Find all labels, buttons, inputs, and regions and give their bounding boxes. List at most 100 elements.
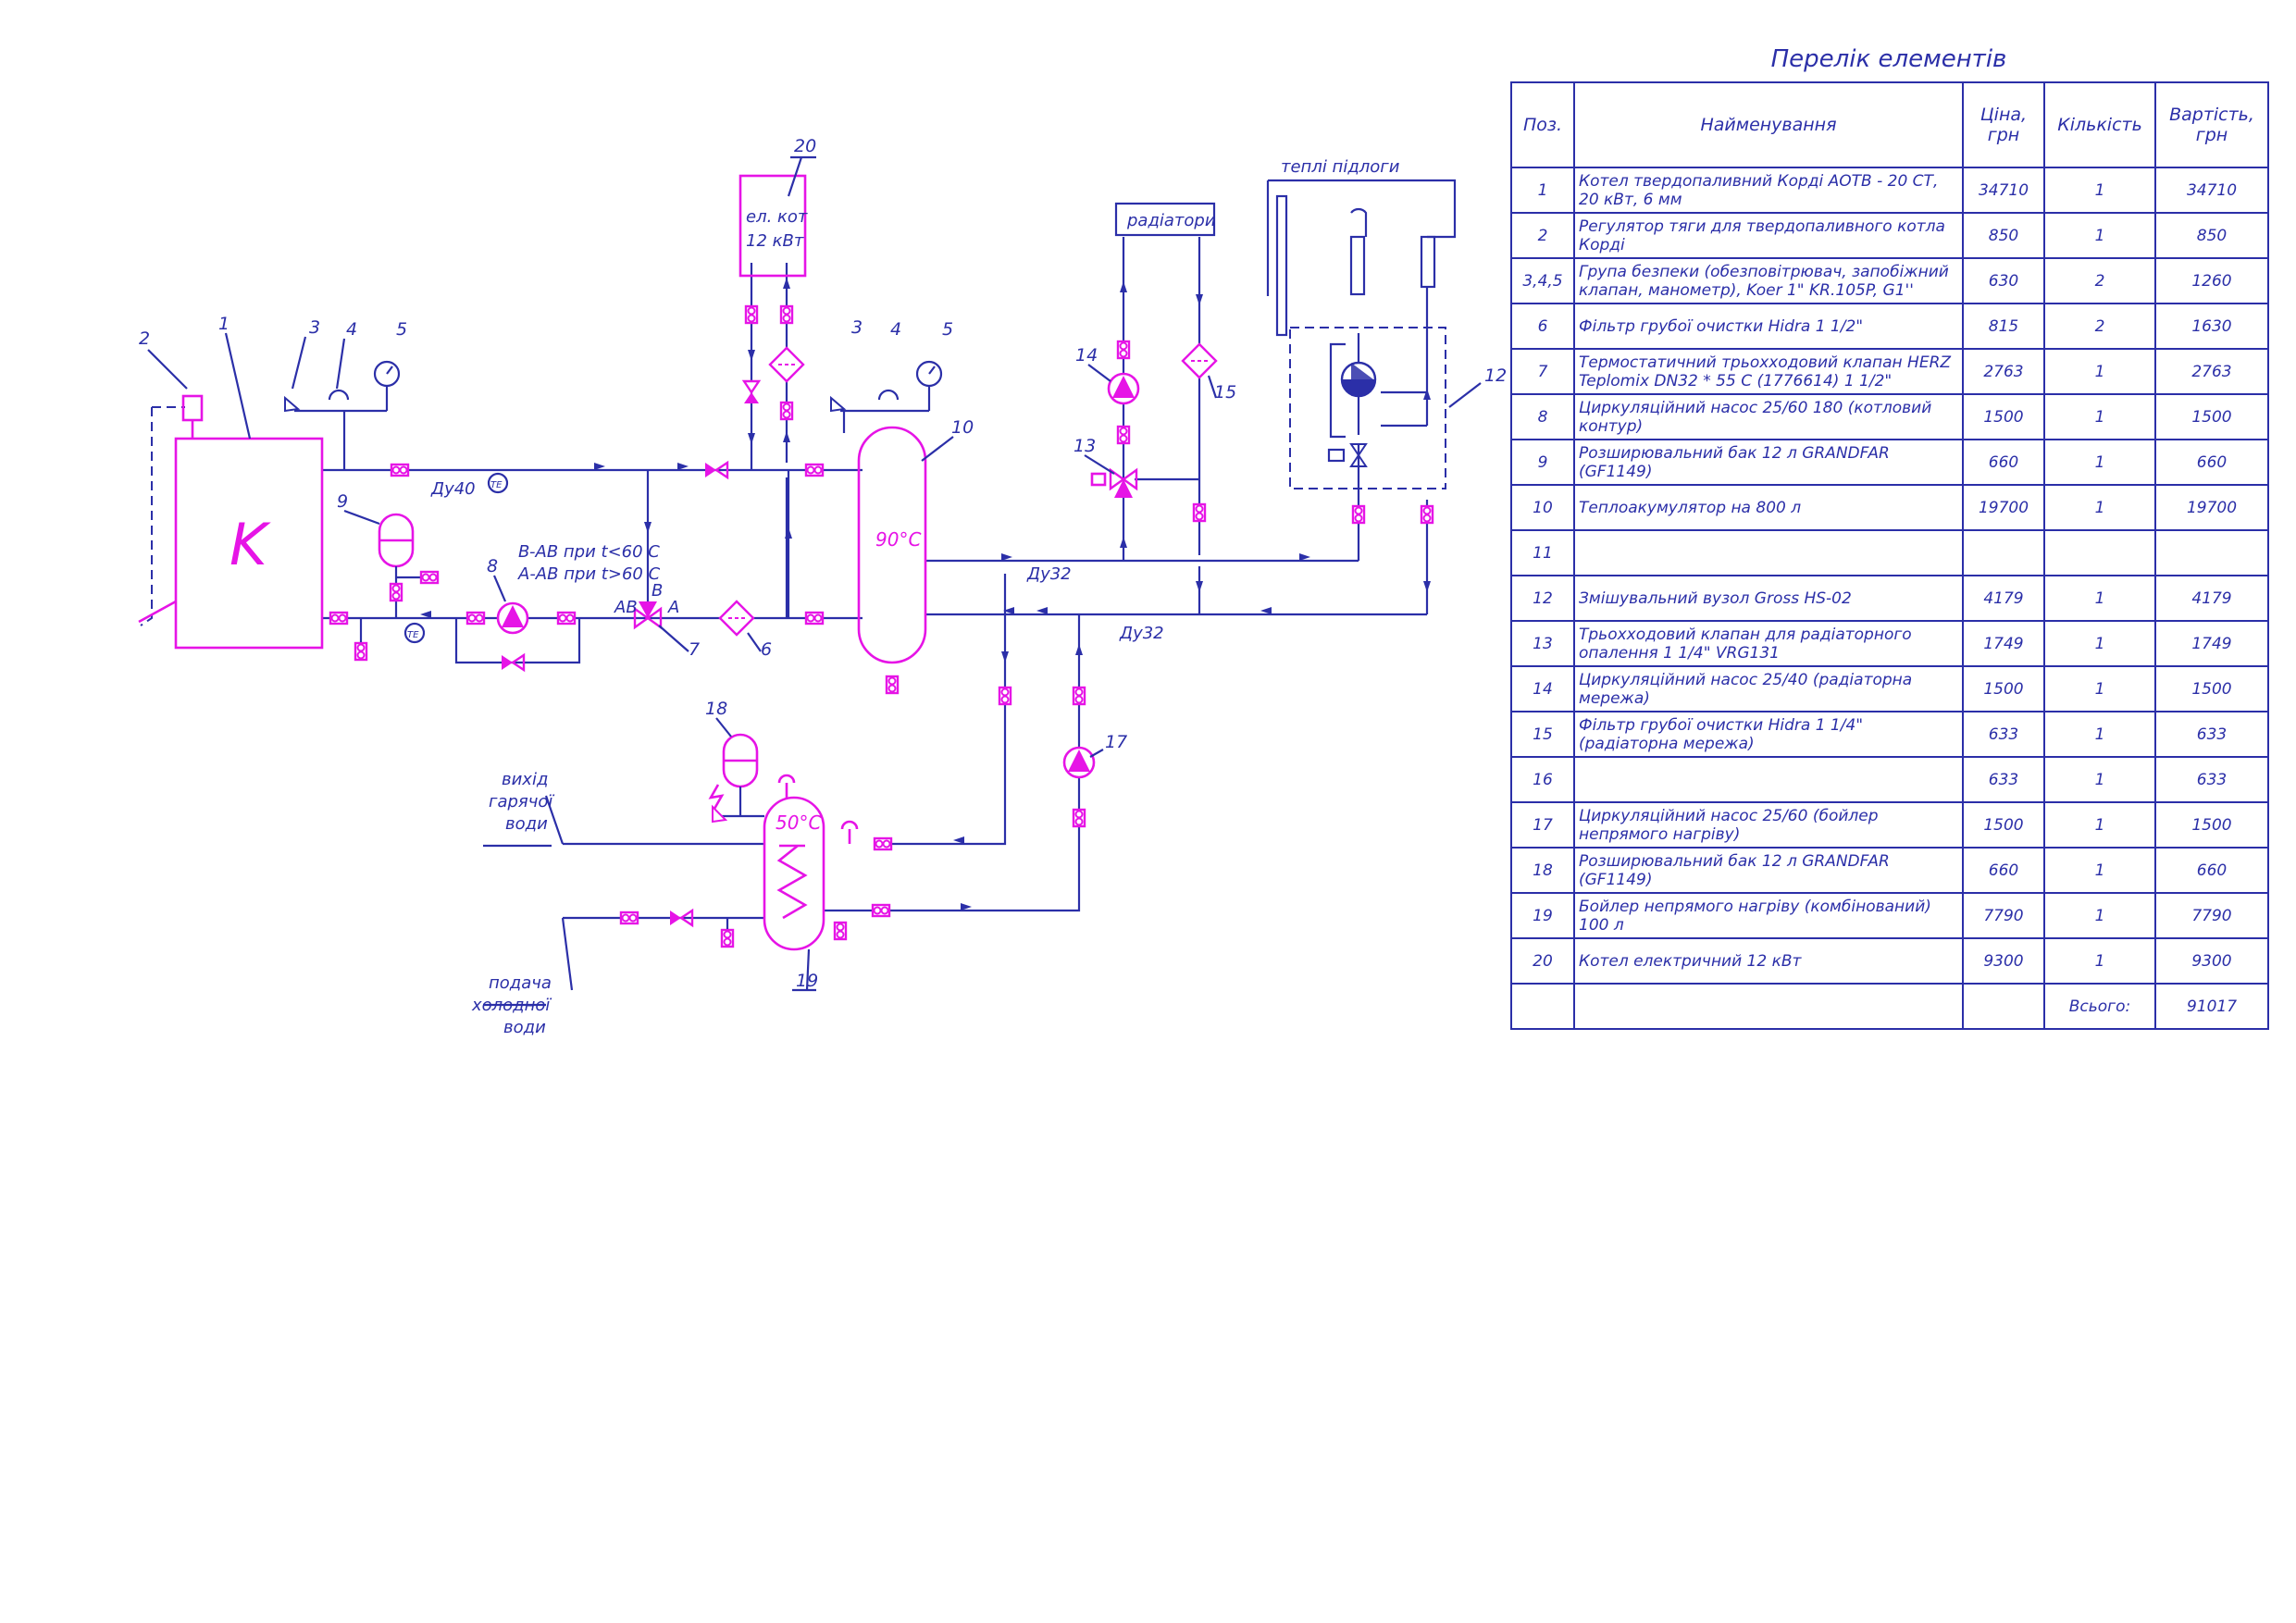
callout-5a: 5 — [396, 319, 407, 340]
boiler-letter: K — [230, 511, 271, 578]
safety-group-a: 3 4 5 — [284, 317, 407, 413]
electric-boiler-20: ел. кот 12 кВт — [738, 174, 808, 444]
row-name: Розширювальний бак 12 л GRANDFAR (GF1149… — [1573, 439, 1964, 486]
tank-temperature: 90°C — [875, 528, 921, 551]
callout-4a: 4 — [346, 319, 357, 340]
hot-water-out-1: вихід — [502, 770, 548, 789]
callout-8: 8 — [487, 556, 498, 576]
row-name: Група безпеки (обезповітрювач, запобіжни… — [1573, 257, 1964, 304]
row-price: 1500 — [1962, 801, 2045, 849]
row-name: Регулятор тяги для твердопаливного котла… — [1573, 212, 1964, 259]
row-pos: 1 — [1510, 167, 1575, 214]
valve-mode-1: B-AB при t<60 C — [518, 542, 660, 562]
expansion-tank-9 — [378, 513, 440, 618]
row-pos: 12 — [1510, 575, 1575, 622]
row-name: Бойлер непрямого нагріву (комбінований) … — [1573, 892, 1964, 939]
row-pos: 14 — [1510, 665, 1575, 712]
cold-water-in-2: холодної — [471, 996, 552, 1015]
hot-water-out-2: гарячої — [489, 792, 554, 812]
row-name: Циркуляційний насос 25/60 (бойлер непрям… — [1573, 801, 1964, 849]
pump-8 — [496, 601, 529, 635]
row-name: Котел електричний 12 кВт — [1573, 937, 1964, 985]
callout-12: 12 — [1484, 365, 1507, 386]
col-price: Ціна, грн — [1962, 81, 2045, 168]
row-cost: 34710 — [2154, 167, 2269, 214]
row-name: Фільтр грубої очистки Hidra 1 1/2" — [1573, 303, 1964, 350]
mixing-unit-boundary — [1289, 327, 1446, 489]
radiators-label: радіатори — [1126, 211, 1216, 230]
row-qty: 1 — [2043, 892, 2156, 939]
el-boiler-power: 12 кВт — [746, 231, 804, 251]
callout-3a: 3 — [309, 317, 320, 338]
row-pos: 9 — [1510, 439, 1575, 486]
row-name: Термостатичний трьохходовий клапан HERZ … — [1573, 348, 1964, 395]
callout-4b: 4 — [890, 319, 901, 340]
row-cost: 850 — [2154, 212, 2269, 259]
row-name — [1573, 756, 1964, 803]
callout-18: 18 — [705, 699, 727, 719]
row-pos: 16 — [1510, 756, 1575, 803]
pipe-size-du32a: Ду32 — [1026, 564, 1072, 584]
row-price: 9300 — [1962, 937, 2045, 985]
row-price: 850 — [1962, 212, 2045, 259]
pipe-size-du32b: Ду32 — [1119, 624, 1164, 643]
callout-5b: 5 — [942, 319, 953, 340]
row-price: 4179 — [1962, 575, 2045, 622]
safety-group-b: 3 4 5 — [830, 317, 953, 413]
radiator-branch: радіатори — [1090, 202, 1218, 592]
row-pos: 6 — [1510, 303, 1575, 350]
elements-list: Перелік елементів Поз. Найменування Ціна… — [1510, 37, 2269, 1030]
valve-mode-2: A-AB при t>60 C — [517, 564, 661, 584]
row-pos: 13 — [1510, 620, 1575, 667]
total-empty-3 — [1962, 983, 2045, 1030]
row-price: 1500 — [1962, 393, 2045, 440]
row-qty: 1 — [2043, 439, 2156, 486]
port-b: B — [652, 581, 663, 601]
row-name: Циркуляційний насос 25/40 (радіаторна ме… — [1573, 665, 1964, 712]
row-qty: 1 — [2043, 620, 2156, 667]
row-cost: 660 — [2154, 439, 2269, 486]
row-cost: 633 — [2154, 756, 2269, 803]
pump-14 — [1107, 372, 1140, 405]
row-price: 633 — [1962, 756, 2045, 803]
boiler-temperature: 50°C — [776, 812, 821, 834]
row-price — [1962, 529, 2045, 576]
row-price: 19700 — [1962, 484, 2045, 531]
row-pos: 7 — [1510, 348, 1575, 395]
row-cost: 9300 — [2154, 937, 2269, 985]
cold-water-in-1: подача — [489, 973, 552, 993]
total-value: 91017 — [2154, 983, 2269, 1030]
row-cost: 1500 — [2154, 393, 2269, 440]
row-qty: 1 — [2043, 756, 2156, 803]
row-cost: 7790 — [2154, 892, 2269, 939]
row-name: Розширювальний бак 12 л GRANDFAR (GF1149… — [1573, 847, 1964, 894]
row-price: 1749 — [1962, 620, 2045, 667]
cold-water-in-3: води — [503, 1018, 546, 1037]
row-cost: 1630 — [2154, 303, 2269, 350]
row-cost: 19700 — [2154, 484, 2269, 531]
row-name: Фільтр грубої очистки Hidra 1 1/4" (раді… — [1573, 711, 1964, 758]
row-name: Теплоакумулятор на 800 л — [1573, 484, 1964, 531]
row-pos: 3,4,5 — [1510, 257, 1575, 304]
expansion-tank-18 — [708, 733, 764, 824]
row-qty: 1 — [2043, 937, 2156, 985]
row-price: 815 — [1962, 303, 2045, 350]
col-qty: Кількість — [2043, 81, 2156, 168]
row-cost: 660 — [2154, 847, 2269, 894]
row-pos: 19 — [1510, 892, 1575, 939]
row-cost: 633 — [2154, 711, 2269, 758]
row-qty: 1 — [2043, 348, 2156, 395]
heat-accumulator-10: 90°C — [857, 426, 927, 695]
temp-sensor-1: TE — [490, 480, 503, 490]
